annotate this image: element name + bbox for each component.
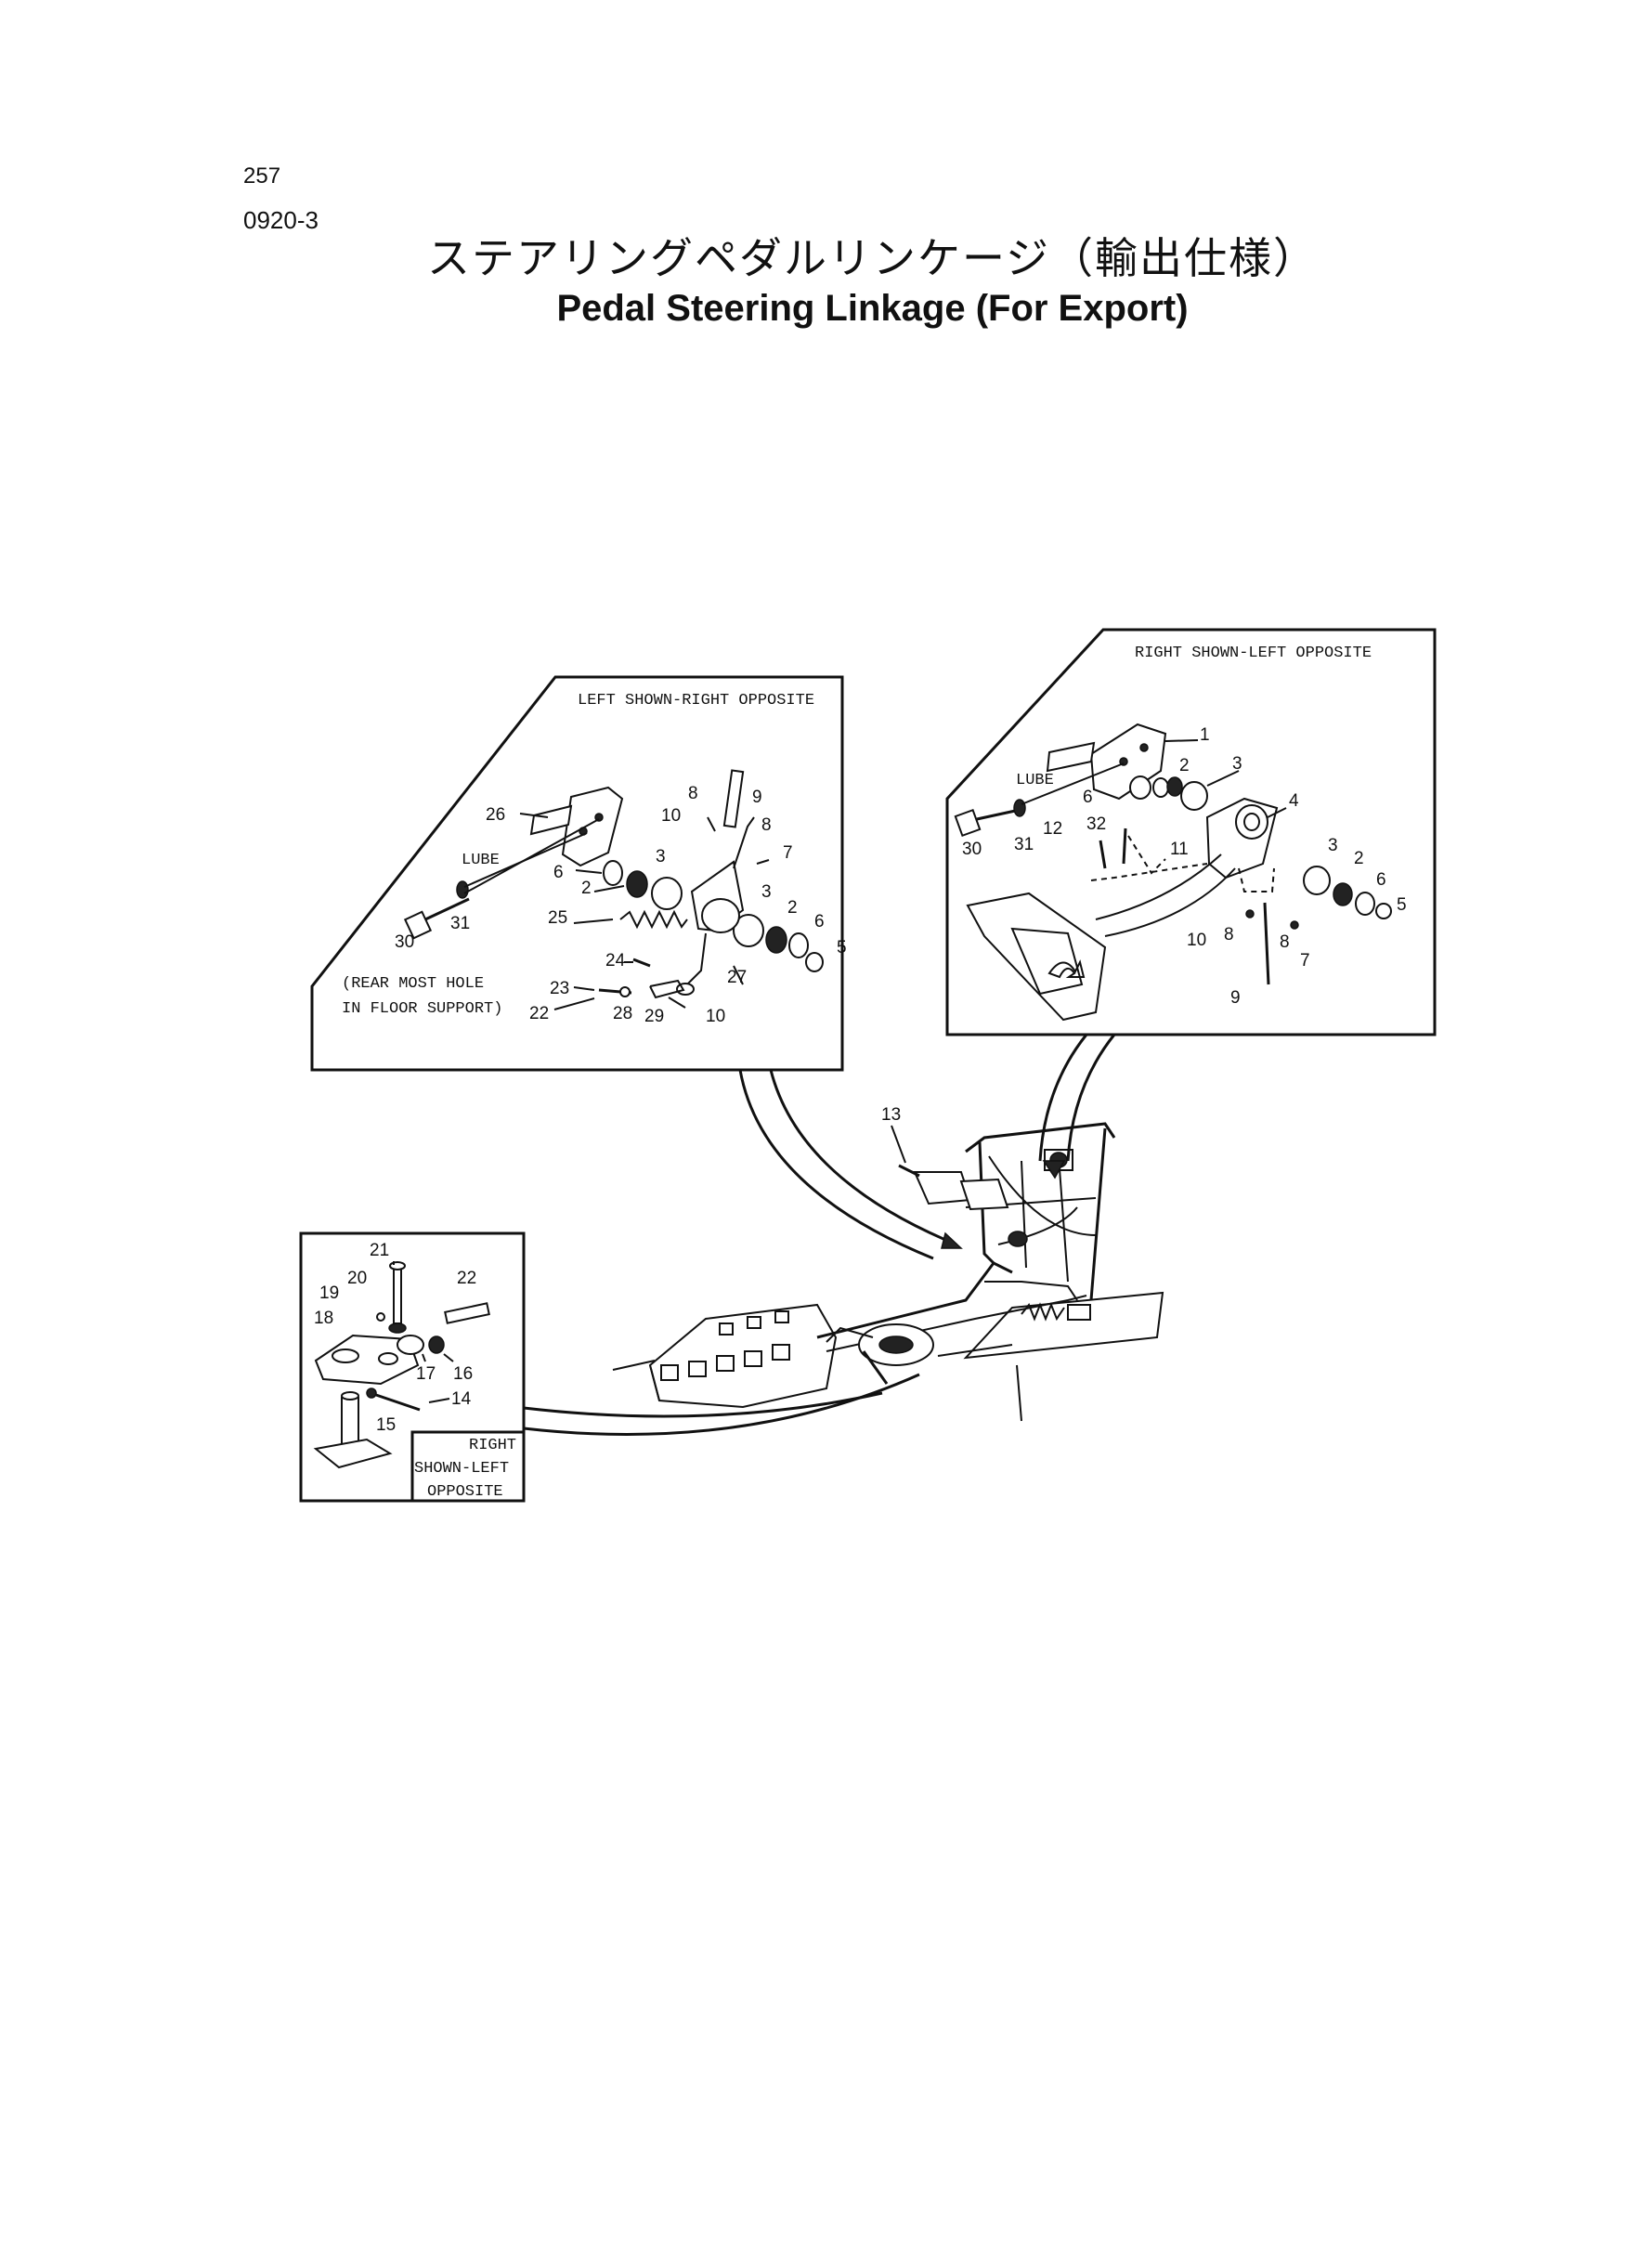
- callout: 1: [1200, 725, 1210, 745]
- callout: 3: [761, 882, 772, 902]
- callout: 22: [529, 1004, 549, 1023]
- callout: 14: [451, 1389, 472, 1409]
- callout: 8: [761, 815, 772, 835]
- callout: 29: [644, 1007, 664, 1026]
- right-lube-label: LUBE: [1016, 772, 1054, 789]
- callout: 2: [1179, 756, 1190, 775]
- left-inset: LEFT SHOWN-RIGHT OPPOSITE LUBE (REAR MOS…: [310, 675, 844, 1072]
- callout: 15: [376, 1415, 396, 1435]
- page-number: 257: [243, 163, 281, 189]
- lever-part: [314, 1334, 420, 1386]
- callout: 3: [656, 847, 666, 866]
- callout: 10: [661, 806, 681, 826]
- steering-pedals: [898, 1149, 1091, 1321]
- callout: 20: [347, 1269, 367, 1288]
- callout: 19: [319, 1283, 339, 1303]
- left-note-line1: (REAR MOST HOLE: [342, 975, 484, 993]
- pedal-arm-part: [676, 769, 755, 996]
- main-assembly: [612, 1122, 1164, 1422]
- callout: 17: [416, 1364, 436, 1384]
- callout: 30: [395, 932, 414, 952]
- callout: 8: [1280, 932, 1290, 952]
- callout: 25: [548, 908, 567, 928]
- spring-part: [619, 909, 688, 930]
- pedal-arm-part: [1095, 797, 1279, 937]
- callout: 4: [1289, 791, 1299, 811]
- right-inset: RIGHT SHOWN-LEFT OPPOSITE LUBE: [945, 628, 1437, 1036]
- callout: 6: [1376, 870, 1386, 890]
- callouts-main: 13: [881, 1105, 906, 1164]
- callout: 2: [787, 898, 798, 918]
- callout: 7: [783, 843, 793, 863]
- callout: 5: [1397, 895, 1407, 915]
- left-inset-caption: LEFT SHOWN-RIGHT OPPOSITE: [578, 692, 814, 710]
- left-note-line2: IN FLOOR SUPPORT): [342, 1000, 502, 1018]
- callout: 28: [613, 1004, 632, 1023]
- callout: 3: [1328, 836, 1338, 855]
- callouts-left: 26 8 9 10 8 7 6 2 3 3 2 6 5 31 30 25 24 …: [395, 784, 847, 1026]
- callouts-right: 1 2 3 6 32 12 11 30 31 4 3 2 6 5 10 8 8 …: [962, 725, 1407, 1008]
- callout: 8: [1224, 925, 1234, 945]
- section-code: 0920-3: [243, 206, 319, 234]
- pin-part: [632, 958, 651, 968]
- steering-lever: [826, 1323, 1013, 1385]
- left-inset-frame: [310, 675, 844, 1072]
- callout: 5: [837, 938, 847, 958]
- right-inset-caption: RIGHT SHOWN-LEFT OPPOSITE: [1135, 645, 1372, 662]
- callout: 30: [962, 840, 982, 859]
- title-english: Pedal Steering Linkage (For Export): [556, 288, 1189, 329]
- callout: 31: [1014, 835, 1034, 854]
- callout: 3: [1232, 754, 1242, 774]
- callout: 2: [1354, 849, 1364, 868]
- callout: 6: [553, 863, 564, 882]
- callout: 12: [1043, 819, 1062, 839]
- callout: 31: [450, 914, 470, 933]
- callout: 32: [1086, 814, 1106, 834]
- bottom-left-caption-1: RIGHT: [469, 1437, 516, 1454]
- callout: 27: [727, 968, 747, 987]
- callout: 16: [453, 1364, 473, 1384]
- callout: 10: [706, 1007, 725, 1026]
- bottom-left-inset: RIGHT SHOWN-LEFT OPPOSITE: [299, 1231, 526, 1503]
- title-japanese: ステアリングペダルリンケージ（輸出仕様）: [426, 233, 1319, 283]
- callout: 6: [1083, 788, 1093, 807]
- callout: 24: [605, 951, 626, 971]
- connector-lines: [523, 1034, 1116, 1437]
- callout: 13: [881, 1105, 901, 1125]
- right-inset-frame: [945, 628, 1437, 1036]
- callout: 6: [814, 912, 825, 932]
- callout: 22: [457, 1269, 476, 1288]
- callout: 7: [1300, 951, 1310, 971]
- callout: 9: [752, 788, 762, 807]
- left-lube-label: LUBE: [462, 852, 500, 869]
- callout: 23: [550, 979, 569, 998]
- callout: 26: [486, 805, 505, 825]
- callout: 11: [1170, 840, 1189, 859]
- callout: 10: [1187, 931, 1206, 950]
- bracket-part: [529, 786, 624, 867]
- callout: 2: [581, 879, 592, 898]
- bottom-left-caption-2: SHOWN-LEFT: [414, 1460, 509, 1478]
- pedal-plate: [966, 892, 1107, 1022]
- callout: 18: [314, 1309, 333, 1328]
- valve-block: [612, 1303, 838, 1409]
- callouts-bottom-left: 21 20 19 22 18 17 16 14 15: [314, 1241, 476, 1435]
- callout: 9: [1230, 988, 1241, 1008]
- washer-parts: [603, 860, 824, 972]
- callout: 21: [370, 1241, 389, 1260]
- bottom-left-caption-3: OPPOSITE: [427, 1483, 503, 1501]
- callout: 8: [688, 784, 698, 803]
